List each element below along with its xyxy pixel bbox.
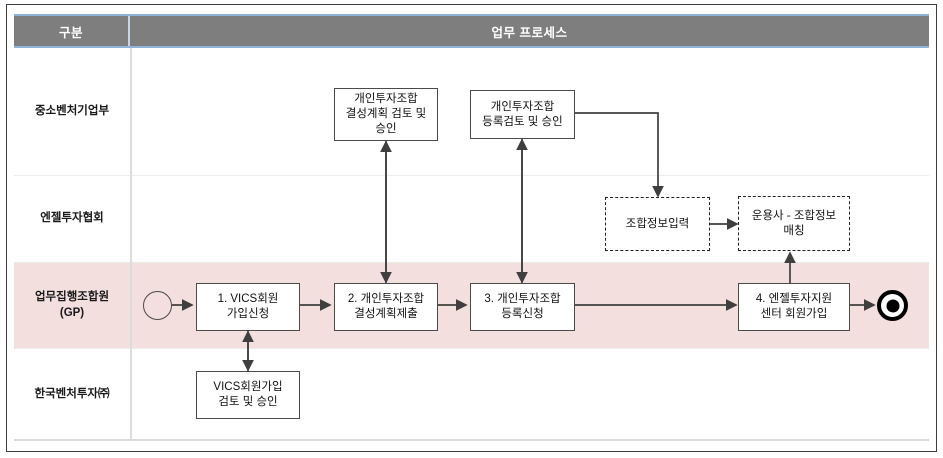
node-label: 개인투자조합 결성계획 검토 및 승인 xyxy=(345,93,427,135)
lane-label-text: 엔젤투자협회 xyxy=(40,212,104,225)
end-node-icon xyxy=(877,290,908,321)
table-bottom-rule xyxy=(14,439,929,441)
node-plan-review[interactable]: 개인투자조합 결성계획 검토 및 승인 xyxy=(334,88,438,141)
node-reg-review[interactable]: 개인투자조합 등록검토 및 승인 xyxy=(470,90,575,139)
node-label: 개인투자조합 등록검토 및 승인 xyxy=(482,100,563,128)
node-step3-registration-request[interactable]: 3. 개인투자조합 등록신청 xyxy=(470,283,575,331)
node-gp-union-matching[interactable]: 운용사 - 조합정보 매칭 xyxy=(738,196,850,251)
header-cell-process: 업무 프로세스 xyxy=(491,25,568,40)
node-step2-plan-submit[interactable]: 2. 개인투자조합 결성계획제출 xyxy=(334,283,438,331)
node-label: 2. 개인투자조합 결성계획제출 xyxy=(347,293,425,320)
swimlane-angel-assoc: 엔젤투자협회 xyxy=(14,175,929,262)
node-step1-vics-join-request[interactable]: 1. VICS회원 가입신청 xyxy=(196,283,300,331)
lane-label-text: 업무집행조합원 xyxy=(34,290,110,303)
start-node-icon xyxy=(143,291,172,320)
lane-label-text: 중소벤처기업부 xyxy=(34,104,110,117)
lane-label-sub: (GP) xyxy=(59,306,85,319)
node-label: 3. 개인투자조합 등록신청 xyxy=(484,293,561,320)
header-cell-category: 구분 xyxy=(14,16,130,46)
lane-label-text: 한국벤처투자㈜ xyxy=(34,387,110,400)
lane-label-kvic: 한국벤처투자㈜ xyxy=(14,349,130,440)
node-label: 4. 엔젤투자지원 센터 회원가입 xyxy=(755,293,833,320)
node-label: VICS회원가입 검토 및 승인 xyxy=(213,381,283,408)
swimlane-kvic: 한국벤처투자㈜ xyxy=(14,348,929,440)
node-label: 1. VICS회원 가입신청 xyxy=(217,293,279,320)
node-union-info-input[interactable]: 조합정보입력 xyxy=(605,197,710,251)
lane-label-sme-ministry: 중소벤처기업부 xyxy=(14,48,130,175)
table-header: 구분 업무 프로세스 xyxy=(14,14,929,48)
node-label: 조합정보입력 xyxy=(625,217,690,230)
lane-label-gp: 업무집행조합원 (GP) xyxy=(14,263,130,348)
node-step4-angel-center-join[interactable]: 4. 엔젤투자지원 센터 회원가입 xyxy=(738,283,850,331)
node-label: 운용사 - 조합정보 매칭 xyxy=(751,209,837,237)
column-divider xyxy=(130,48,132,440)
lane-label-angel-assoc: 엔젤투자협회 xyxy=(14,176,130,262)
node-vics-join-approval[interactable]: VICS회원가입 검토 및 승인 xyxy=(196,371,300,419)
